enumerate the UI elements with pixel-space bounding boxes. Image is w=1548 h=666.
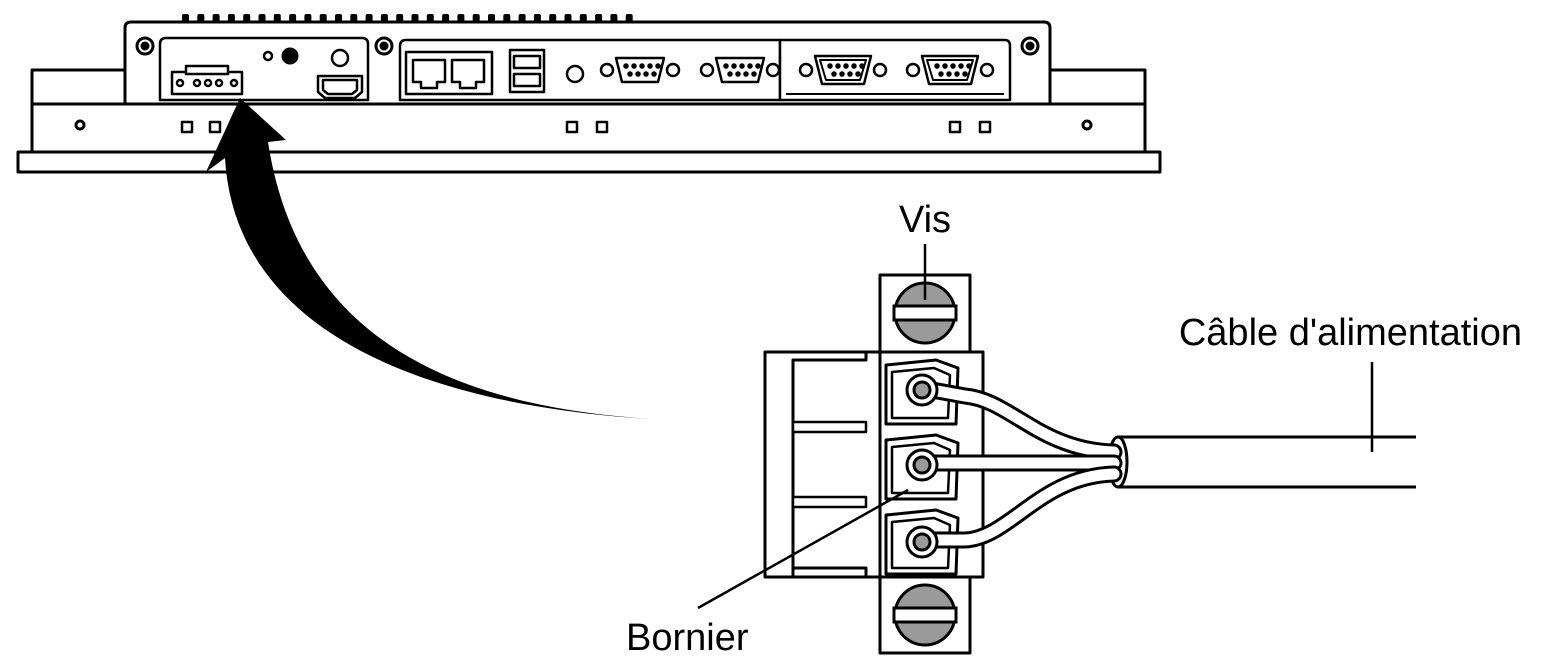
reset-button: [565, 64, 585, 84]
vent-ridge: [335, 14, 342, 23]
vent-ridge: [396, 14, 404, 23]
vent-ridge: [549, 14, 557, 23]
power-cable-wires: [923, 381, 1123, 549]
wire-ends: [905, 373, 939, 559]
vent-ridge: [411, 14, 419, 23]
device-frame-right-wing: [1048, 68, 1147, 106]
clip-slot: [978, 120, 992, 134]
label-terminal-block: Bornier: [626, 617, 749, 659]
vent-ridge: [380, 14, 388, 23]
vent-ridge: [304, 14, 312, 23]
hdmi-port: [316, 74, 364, 100]
db9-port-3: [798, 54, 888, 86]
vent-ridge: [503, 14, 511, 23]
vent-ridge: [564, 14, 572, 23]
terminal-slots: [884, 358, 960, 576]
vent-ridge: [472, 14, 480, 23]
clip-slot: [565, 120, 579, 134]
vent-ridge: [258, 14, 266, 23]
housing-screw: [1020, 36, 1040, 56]
device-bottom-view: [16, 20, 1162, 174]
device-frame-lower: [30, 102, 1147, 154]
clip-slot: [595, 120, 609, 134]
vent-ridge: [595, 14, 603, 23]
vent-ridge: [243, 14, 251, 23]
led-black: [281, 47, 299, 65]
vent-ridge: [625, 14, 633, 23]
vent-ridge: [289, 14, 297, 23]
vent-ridge: [319, 14, 327, 23]
vent-ridge: [273, 14, 281, 23]
label-power-cable: Câble d'alimentation: [1179, 312, 1522, 354]
device-power-connector: [170, 64, 244, 96]
vent-ridge: [350, 14, 358, 23]
vent-ridge: [518, 14, 526, 23]
ethernet-ports: [404, 50, 494, 96]
terminal-block-side-inner: [791, 352, 868, 577]
clip-slot: [208, 120, 222, 134]
terminal-block-side: [763, 350, 882, 579]
terminal-block-divider: [791, 495, 868, 509]
leader-lines: [697, 244, 1374, 610]
insertion-arrow: [206, 98, 668, 420]
vent-ridge: [533, 14, 541, 23]
vent-ridge: [442, 14, 450, 23]
vent-ridge: [457, 14, 465, 23]
frame-hole-right: [1081, 119, 1093, 131]
housing-screw: [135, 36, 155, 56]
screw-bottom: [892, 583, 958, 647]
vent-ridge: [426, 14, 434, 23]
housing-screw: [374, 36, 394, 56]
terminal-block-side-bottom: [793, 566, 868, 577]
vent-ridge: [365, 14, 373, 23]
power-cable-jacket: [1107, 435, 1416, 489]
clip-slot: [180, 120, 194, 134]
vent-ridge: [212, 14, 220, 23]
db9-port-4: [905, 54, 995, 86]
db9-port-2: [699, 56, 781, 84]
vent-ridge: [488, 14, 495, 23]
vent-ridge: [182, 14, 189, 23]
wire-3: [923, 465, 1123, 549]
usb-ports: [508, 48, 546, 94]
frame-hole-left: [74, 119, 86, 131]
device-frame-left-wing: [30, 68, 127, 106]
vent-ridges: [182, 14, 633, 23]
terminal-block-divider: [791, 420, 868, 434]
label-screw: Vis: [899, 199, 951, 241]
db9-port-1: [599, 56, 681, 84]
wire-1: [923, 381, 1123, 461]
device-bezel: [16, 150, 1162, 174]
leader-terminal-block: [697, 488, 909, 610]
vent-ridge: [610, 14, 618, 23]
clip-slot: [948, 120, 962, 134]
vent-ridge: [579, 14, 587, 23]
led-small: [262, 50, 274, 62]
vent-ridge: [197, 14, 205, 23]
vent-ridge: [227, 14, 235, 23]
audio-jack: [330, 48, 350, 68]
